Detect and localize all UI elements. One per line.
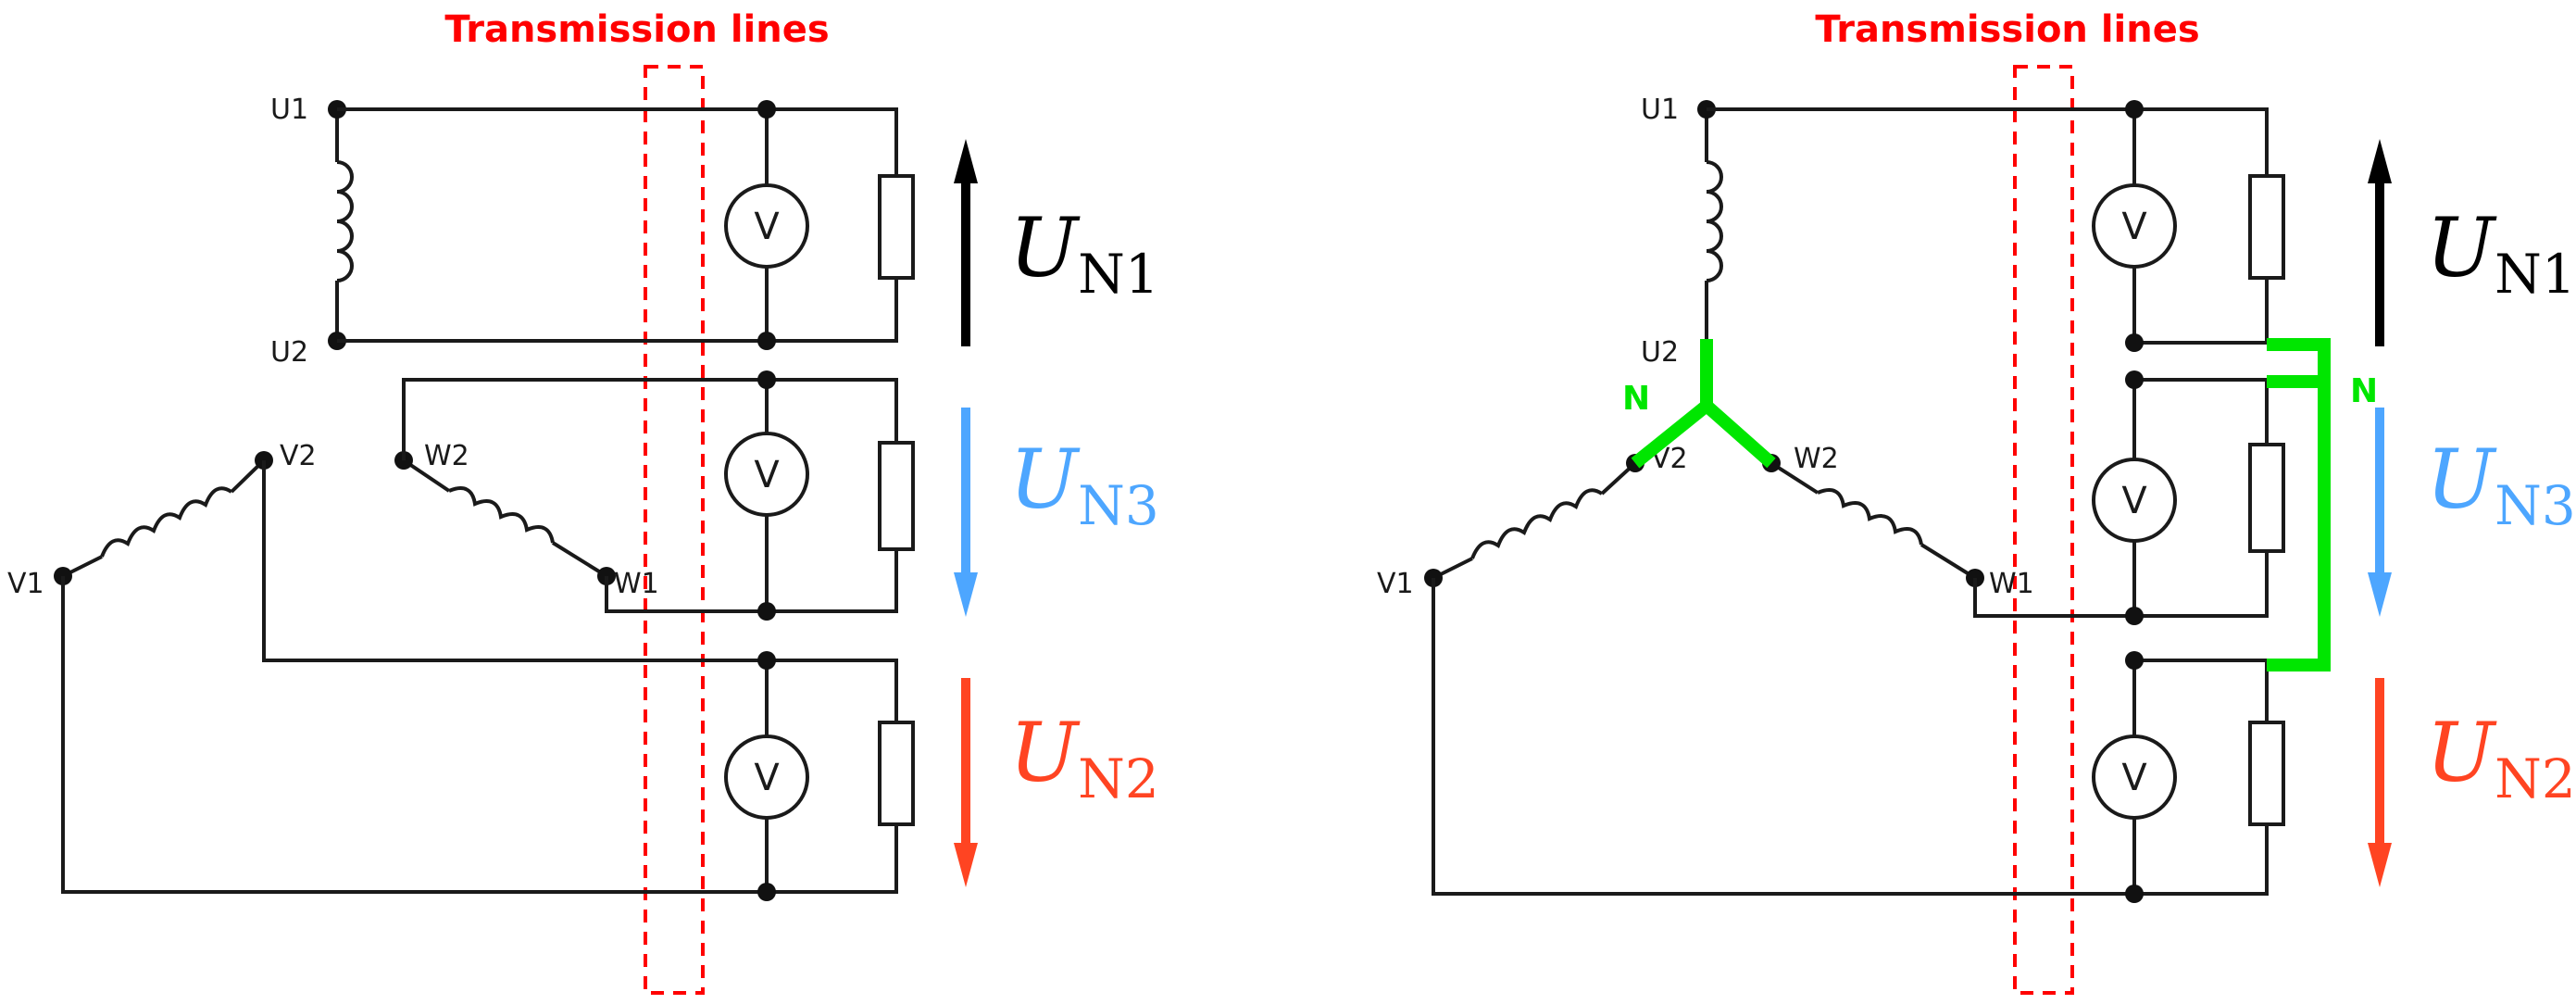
neutral-bus: N [2267, 338, 2378, 671]
terminal-label-w1: W1 [614, 568, 659, 600]
voltmeter-1 [2092, 183, 2177, 269]
neutral-y [1631, 396, 1776, 469]
panel-title: Transmission lines [444, 8, 829, 51]
voltage-label-un1: UN1 [1009, 200, 1159, 306]
v-coil [1470, 488, 1604, 559]
terminal-label-v1: V1 [7, 568, 44, 600]
neutral-label: N [1622, 380, 1650, 418]
terminal-label-u1: U1 [270, 94, 308, 126]
wire [61, 576, 898, 894]
voltage-label-un1: UN1 [2426, 200, 2576, 306]
terminal-label-w2: W2 [1794, 443, 1839, 475]
wire [2134, 278, 2269, 345]
u-coil [336, 160, 354, 282]
wire [551, 541, 608, 578]
voltage-arrow-un1: UN1 [2368, 139, 2576, 346]
junction-dot [2125, 651, 2144, 670]
wire [1919, 543, 1977, 580]
junction-dot [2125, 100, 2144, 119]
voltmeter-symbol: V [754, 757, 780, 799]
junction-dot [2125, 885, 2144, 903]
v-coil [100, 486, 233, 558]
winding-v: V1 V2 [7, 440, 317, 600]
resistor-3 [878, 721, 915, 826]
winding-u: U1 U2 [270, 94, 354, 369]
wire [1432, 578, 2269, 896]
voltage-arrow-un2: UN2 [2368, 678, 2576, 887]
winding-w: W2 W1 [394, 440, 659, 600]
voltage-label-un3: UN3 [1009, 432, 1159, 537]
arrow-head [2368, 139, 2392, 183]
wire [337, 278, 898, 343]
wire [1973, 551, 2269, 618]
voltage-label-un3: UN3 [2426, 432, 2576, 537]
voltmeter-3 [2092, 734, 2177, 820]
junction-dot [757, 100, 776, 119]
winding-u: U1 U2 [1641, 94, 1723, 369]
junction-dot [757, 651, 776, 670]
wire [402, 378, 898, 460]
resistor-1 [878, 174, 915, 280]
wire [2134, 659, 2269, 722]
voltmeter-3 [724, 734, 809, 820]
terminal-label-u2: U2 [1641, 336, 1679, 369]
resistor-2 [878, 441, 915, 551]
junction-dot [757, 602, 776, 621]
voltage-arrow-un1: UN1 [954, 139, 1159, 346]
panel-star: Transmission lines U1 U2 V1 V2 [1377, 8, 2576, 995]
resistor-1 [2248, 174, 2285, 280]
junction-dot [757, 370, 776, 389]
arrow-head [954, 139, 978, 183]
panel-title: Transmission lines [1815, 8, 2199, 51]
voltage-arrow-un2: UN2 [954, 678, 1159, 887]
voltmeter-symbol: V [2121, 480, 2147, 522]
voltage-label-un2: UN2 [2426, 705, 2576, 810]
resistor-3 [2248, 721, 2285, 826]
panel-delta: Transmission lines U1 U2 V1 V2 [7, 8, 1159, 995]
voltage-arrow-un3: UN3 [2368, 408, 2576, 617]
junction-dot [2125, 333, 2144, 352]
transmission-lines-box [644, 65, 705, 995]
arrow-head [954, 843, 978, 887]
voltmeter-symbol: V [754, 206, 780, 248]
voltmeter-2 [724, 432, 809, 517]
wire [605, 551, 898, 613]
arrow-head [2368, 843, 2392, 887]
terminal-label-w2: W2 [424, 440, 469, 472]
junction-dot [757, 883, 776, 901]
w-coil [448, 486, 555, 544]
terminal-label-u1: U1 [1641, 94, 1679, 126]
star-point-neutral: N [1622, 339, 1776, 469]
wire [337, 107, 898, 278]
junction-dot [757, 332, 776, 350]
u-coil [1706, 160, 1723, 282]
voltmeter-2 [2092, 458, 2177, 543]
voltmeter-symbol: V [2121, 757, 2147, 799]
junction-dot [2125, 607, 2144, 625]
neutral-bus-wire [2267, 338, 2331, 671]
terminal-label-v2: V2 [280, 440, 317, 472]
voltmeter-symbol: V [754, 454, 780, 496]
voltage-label-un2: UN2 [1009, 705, 1159, 810]
winding-w: W2 W1 [1762, 443, 2034, 600]
neutral-label: N [2350, 372, 2378, 410]
terminal-label-u2: U2 [270, 336, 308, 369]
wire [2134, 378, 2269, 445]
resistor-2 [2248, 443, 2285, 553]
wire [1707, 107, 2269, 176]
voltmeter-symbol: V [2121, 206, 2147, 248]
arrow-head [954, 572, 978, 617]
transmission-lines-box [2013, 65, 2074, 995]
terminal-label-v1: V1 [1377, 568, 1414, 600]
wire [262, 460, 898, 722]
voltmeter-1 [724, 183, 809, 269]
junction-dot [2125, 370, 2144, 389]
w-coil [1817, 488, 1923, 546]
terminal-label-w1: W1 [1989, 568, 2034, 600]
arrow-head [2368, 572, 2392, 617]
voltage-arrow-un3: UN3 [954, 408, 1159, 617]
